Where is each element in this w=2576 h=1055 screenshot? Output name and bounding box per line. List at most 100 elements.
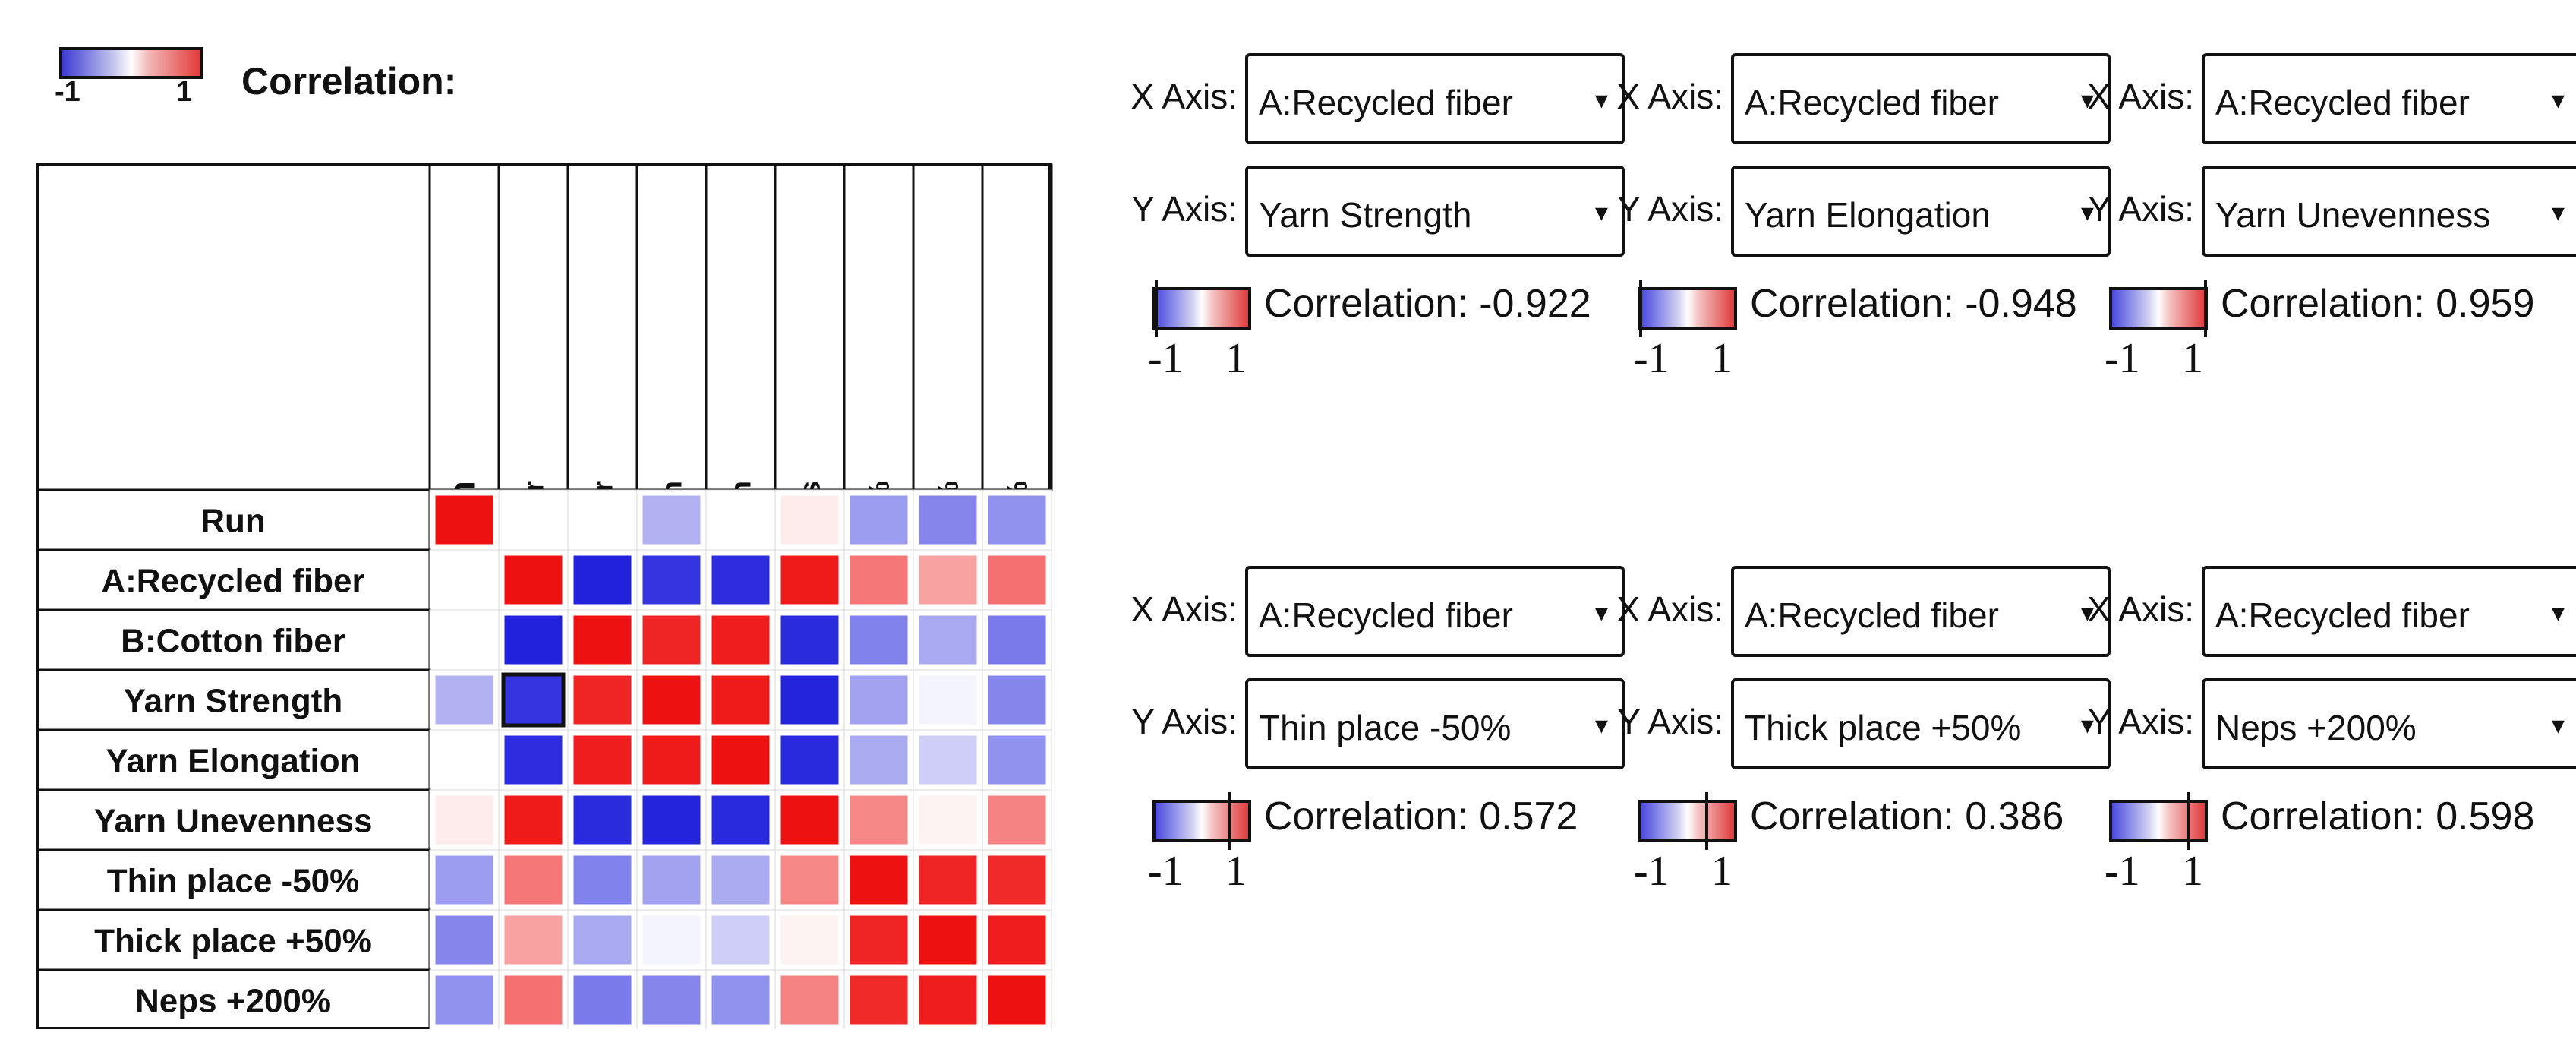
heatmap-cell[interactable] bbox=[572, 494, 632, 545]
heatmap-cell[interactable] bbox=[780, 734, 840, 785]
heatmap-cell[interactable] bbox=[711, 914, 771, 965]
y-axis-dropdown[interactable]: Yarn Elongation▾ bbox=[1731, 166, 2111, 257]
heatmap-cell[interactable] bbox=[572, 794, 632, 845]
x-axis-dropdown[interactable]: A:Recycled fiber▾ bbox=[1245, 53, 1625, 144]
heatmap-cell[interactable] bbox=[642, 494, 702, 545]
heatmap-cell[interactable] bbox=[572, 974, 632, 1025]
heatmap-cell[interactable] bbox=[849, 554, 909, 605]
heatmap-cell[interactable] bbox=[849, 794, 909, 845]
heatmap-cell[interactable] bbox=[503, 494, 563, 545]
heatmap-cell[interactable] bbox=[572, 914, 632, 965]
heatmap-cell[interactable] bbox=[434, 734, 494, 785]
heatmap-cell[interactable] bbox=[987, 554, 1047, 605]
heatmap-cell[interactable] bbox=[434, 854, 494, 905]
heatmap-cell[interactable] bbox=[780, 914, 840, 965]
heatmap-cell[interactable] bbox=[849, 734, 909, 785]
dropdown-arrow-icon: ▾ bbox=[2551, 198, 2565, 227]
heatmap-cell[interactable] bbox=[711, 674, 771, 725]
heatmap-cell[interactable] bbox=[711, 554, 771, 605]
heatmap-cell[interactable] bbox=[711, 794, 771, 845]
heatmap-cell[interactable] bbox=[918, 914, 978, 965]
x-axis-dropdown[interactable]: A:Recycled fiber▾ bbox=[2202, 566, 2576, 657]
heatmap-cell[interactable] bbox=[434, 614, 494, 665]
heatmap-cell[interactable] bbox=[434, 554, 494, 605]
heatmap-cell[interactable] bbox=[503, 974, 563, 1025]
y-axis-dropdown[interactable]: Yarn Unevenness▾ bbox=[2202, 166, 2576, 257]
heatmap-cell[interactable] bbox=[434, 794, 494, 845]
heatmap-cell[interactable] bbox=[434, 974, 494, 1025]
heatmap-cell[interactable] bbox=[987, 494, 1047, 545]
heatmap-cell[interactable] bbox=[503, 854, 563, 905]
x-axis-label: X Axis: bbox=[2087, 77, 2194, 116]
heatmap-cell[interactable] bbox=[918, 794, 978, 845]
heatmap-cell[interactable] bbox=[434, 674, 494, 725]
heatmap-cell[interactable] bbox=[849, 674, 909, 725]
y-axis-dropdown[interactable]: Thin place -50%▾ bbox=[1245, 678, 1625, 769]
x-axis-dropdown[interactable]: A:Recycled fiber▾ bbox=[1245, 566, 1625, 657]
heatmap-cell[interactable] bbox=[434, 494, 494, 545]
mini-legend-min: -1 bbox=[1634, 848, 1670, 895]
heatmap-cell[interactable] bbox=[918, 974, 978, 1025]
heatmap-cell[interactable] bbox=[987, 734, 1047, 785]
heatmap-cell[interactable] bbox=[987, 914, 1047, 965]
heatmap-cell[interactable] bbox=[642, 854, 702, 905]
correlation-panel: X Axis:A:Recycled fiber▾Y Axis:Yarn Elon… bbox=[1616, 53, 2179, 382]
heatmap-cell[interactable] bbox=[849, 614, 909, 665]
heatmap-cell[interactable] bbox=[572, 674, 632, 725]
heatmap-cell[interactable] bbox=[780, 794, 840, 845]
x-axis-dropdown[interactable]: A:Recycled fiber▾ bbox=[2202, 53, 2576, 144]
heatmap-cell[interactable] bbox=[572, 614, 632, 665]
heatmap-cell[interactable] bbox=[503, 554, 563, 605]
y-axis-dropdown[interactable]: Thick place +50%▾ bbox=[1731, 678, 2111, 769]
heatmap-cell[interactable] bbox=[642, 674, 702, 725]
x-axis-label: X Axis: bbox=[1130, 77, 1238, 116]
heatmap-cell[interactable] bbox=[918, 554, 978, 605]
heatmap-cell[interactable] bbox=[711, 614, 771, 665]
heatmap-cell[interactable] bbox=[711, 974, 771, 1025]
heatmap-cell[interactable] bbox=[849, 494, 909, 545]
heatmap-cell[interactable] bbox=[642, 554, 702, 605]
heatmap-cell[interactable] bbox=[918, 734, 978, 785]
heatmap-cell[interactable] bbox=[503, 794, 563, 845]
heatmap-cell[interactable] bbox=[780, 614, 840, 665]
heatmap-cell[interactable] bbox=[780, 494, 840, 545]
heatmap-cell[interactable] bbox=[987, 854, 1047, 905]
heatmap-cell[interactable] bbox=[572, 554, 632, 605]
heatmap-cell[interactable] bbox=[987, 974, 1047, 1025]
heatmap-cell[interactable] bbox=[642, 614, 702, 665]
heatmap-cell[interactable] bbox=[849, 974, 909, 1025]
heatmap-cell[interactable] bbox=[503, 734, 563, 785]
heatmap-cell[interactable] bbox=[642, 974, 702, 1025]
heatmap-cell[interactable] bbox=[711, 854, 771, 905]
heatmap-cell[interactable] bbox=[642, 734, 702, 785]
heatmap-cell[interactable] bbox=[572, 734, 632, 785]
heatmap-cell[interactable] bbox=[642, 914, 702, 965]
heatmap-cell[interactable] bbox=[780, 674, 840, 725]
heatmap-cell[interactable] bbox=[987, 674, 1047, 725]
heatmap-cell[interactable] bbox=[642, 794, 702, 845]
mini-legend-min: -1 bbox=[2105, 335, 2140, 382]
heatmap-cell[interactable] bbox=[503, 914, 563, 965]
heatmap-cell[interactable] bbox=[918, 494, 978, 545]
heatmap-cell[interactable] bbox=[780, 554, 840, 605]
heatmap-cell[interactable] bbox=[711, 734, 771, 785]
heatmap-cell[interactable] bbox=[918, 674, 978, 725]
x-axis-dropdown[interactable]: A:Recycled fiber▾ bbox=[1731, 53, 2111, 144]
heatmap-cell[interactable] bbox=[918, 854, 978, 905]
heatmap-cell[interactable] bbox=[711, 494, 771, 545]
heatmap-cell[interactable] bbox=[780, 974, 840, 1025]
y-axis-dropdown[interactable]: Yarn Strength▾ bbox=[1245, 166, 1625, 257]
heatmap-cell[interactable] bbox=[987, 614, 1047, 665]
heatmap-cell[interactable] bbox=[780, 854, 840, 905]
heatmap-cell[interactable] bbox=[849, 854, 909, 905]
x-axis-dropdown[interactable]: A:Recycled fiber▾ bbox=[1731, 566, 2111, 657]
heatmap-cell[interactable] bbox=[503, 614, 563, 665]
heatmap-cell[interactable] bbox=[572, 854, 632, 905]
heatmap-cell[interactable] bbox=[987, 794, 1047, 845]
heatmap-cell[interactable] bbox=[918, 614, 978, 665]
y-axis-dropdown[interactable]: Neps +200%▾ bbox=[2202, 678, 2576, 769]
heatmap-cell[interactable] bbox=[849, 914, 909, 965]
heatmap-cell[interactable] bbox=[503, 674, 563, 725]
heatmap-cell[interactable] bbox=[434, 914, 494, 965]
